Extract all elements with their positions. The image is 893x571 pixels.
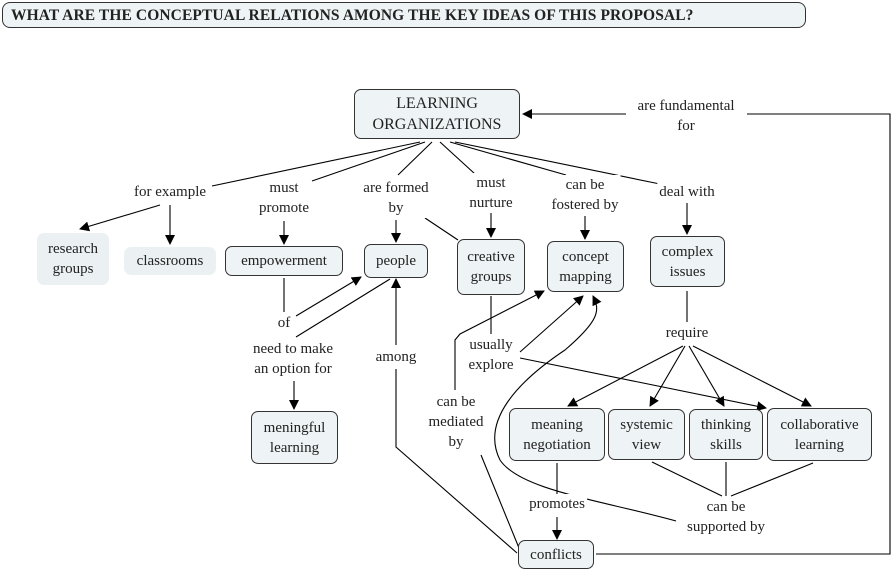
link-systemic-supported [651, 461, 723, 497]
phrase-deal-with: deal with [657, 182, 717, 202]
link-conflicts-among [395, 369, 518, 554]
link-root-must-nurture [439, 141, 476, 175]
phrase-require: require [663, 323, 711, 343]
concept-concept-mapping[interactable]: concept mapping [547, 241, 624, 292]
link-root-are-formed-by [397, 141, 433, 176]
arrow-mediated-creative [454, 290, 545, 390]
arrow-explore-collab [519, 357, 767, 412]
concept-research-groups[interactable]: research groups [37, 233, 109, 285]
phrase-promotes: promotes [527, 494, 587, 514]
diagram-title: WHAT ARE THE CONCEPTUAL RELATIONS AMONG … [2, 2, 806, 28]
arrow-research-groups [79, 204, 161, 232]
concept-complex-issues[interactable]: complex issues [650, 236, 725, 287]
concept-collaborative-learning[interactable]: collaborative learning [767, 408, 872, 461]
concept-classrooms[interactable]: classrooms [124, 247, 216, 275]
link-root-can-be-fostered [449, 141, 567, 176]
concept-people[interactable]: people [364, 244, 428, 278]
phrase-must-nurture: must nurture [467, 173, 515, 213]
concept-meaning-negotiation[interactable]: meaning negotiation [509, 408, 605, 461]
concept-learning-organizations[interactable]: LEARNING ORGANIZATIONS [354, 89, 520, 139]
arrow-require-collab [692, 345, 812, 407]
concept-meningful-learning[interactable]: meningful learning [251, 411, 338, 464]
concept-systemic-view[interactable]: systemic view [608, 409, 685, 460]
phrase-must-promote: must promote [257, 178, 311, 218]
phrase-usually-explore: usually explore [466, 335, 516, 375]
phrase-can-be-fostered-by: can be fostered by [549, 175, 621, 215]
link-collab-supported [730, 462, 814, 497]
concept-empowerment[interactable]: empowerment [225, 246, 343, 276]
arrow-explore-concept [519, 295, 584, 353]
link-root-must-promote [311, 141, 426, 182]
link-conflicts-fundamental [596, 113, 891, 555]
arrow-require-meaning [567, 345, 684, 407]
concept-thinking-skills[interactable]: thinking skills [689, 409, 763, 460]
link-root-for-example [211, 141, 421, 187]
link-people-need [295, 278, 391, 338]
link-root-deal-with [454, 141, 661, 185]
phrase-are-formed-by: are formed by [361, 178, 431, 218]
concept-conflicts[interactable]: conflicts [518, 540, 594, 569]
concept-creative-groups[interactable]: creative groups [457, 239, 525, 295]
phrase-among: among [373, 347, 419, 367]
phrase-for-example: for example [131, 182, 209, 202]
phrase-of: of [275, 313, 293, 333]
arrow-require-systemic [649, 345, 686, 407]
arrow-of-people [295, 276, 362, 317]
link-formed-creative [424, 217, 459, 241]
phrase-need-to-make-an-option-for: need to make an option for [251, 339, 335, 379]
link-conflicts-mediated [480, 454, 520, 549]
phrase-can-be-mediated-by: can be mediated by [426, 392, 486, 452]
phrase-are-fundamental-for: are fundamental for [635, 96, 737, 136]
phrase-can-be-supported-by: can be supported by [685, 497, 767, 537]
arrow-require-thinking [688, 345, 725, 407]
